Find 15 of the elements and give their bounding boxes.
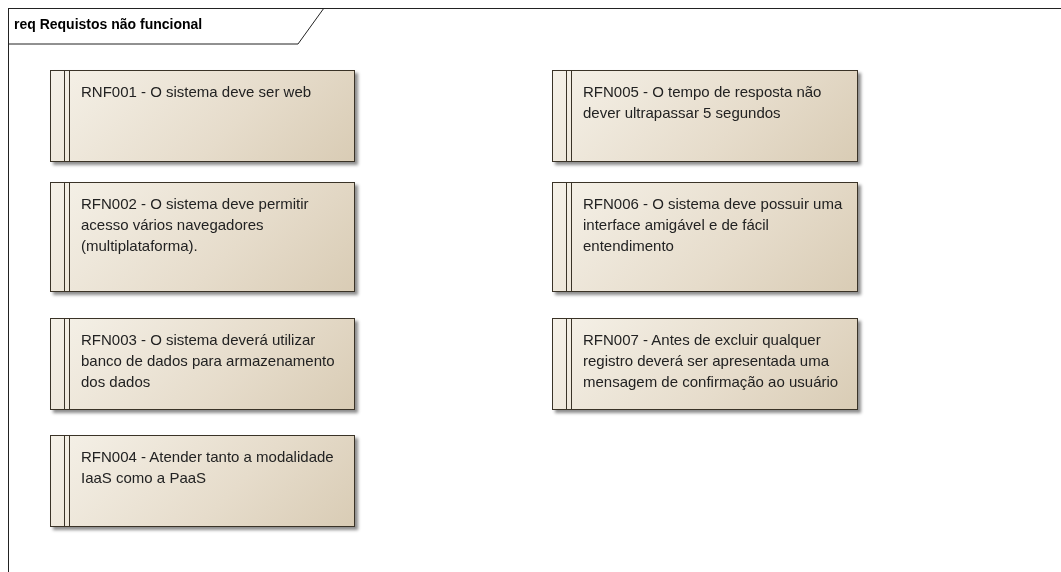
- requirement-box: [50, 435, 355, 527]
- requirement-text: RFN006 - O sistema deve possuir uma interface amigável e de fácil entendimento: [583, 194, 844, 256]
- requirement-text: RFN005 - O tempo de resposta não dever ultrapassar 5 segundos: [583, 82, 823, 123]
- requirement-text: RNF001 - O sistema deve ser web: [81, 82, 313, 102]
- requirement-box: [552, 182, 858, 292]
- requirement-text: RFN002 - O sistema deve permitir acesso vários navegadores (multiplataforma).: [81, 194, 310, 256]
- requirement-text: RFN003 - O sistema deverá utilizar banco de dados para armazenamento dos dados: [81, 330, 336, 392]
- requirement-text: RFN004 - Atender tanto a modalidade IaaS como a PaaS: [81, 447, 335, 488]
- requirement-box: [50, 182, 355, 292]
- requirement-box: [552, 318, 858, 410]
- requirement-box: [552, 70, 858, 162]
- frame-title: req Requistos não funcional: [14, 16, 203, 32]
- requirement-text: RFN007 - Antes de excluir qualquer registro deverá ser apresentada uma mensagem de confirmação ao usuário: [583, 330, 840, 392]
- requirement-box: [50, 318, 355, 410]
- requirement-box: [50, 70, 355, 162]
